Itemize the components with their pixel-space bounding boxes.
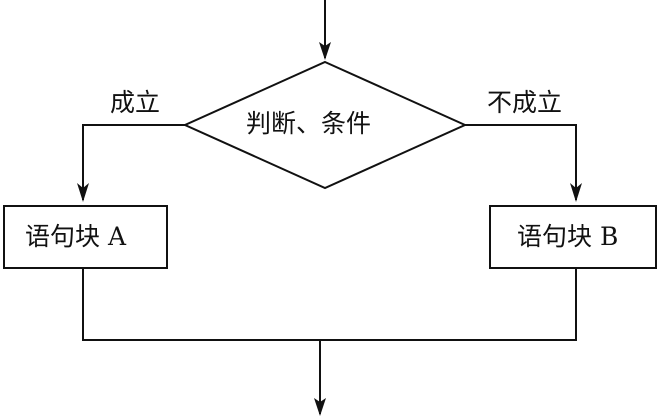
block-a-box xyxy=(3,205,168,269)
block-b-label: 语句块 B xyxy=(517,222,619,251)
decision-diamond xyxy=(182,60,468,190)
false-branch-label: 不成立 xyxy=(487,88,563,117)
true-branch-line xyxy=(82,124,185,200)
condition-label: 判断、条件 xyxy=(246,109,372,138)
block-a-label: 语句块 A xyxy=(25,222,127,251)
false-branch-line xyxy=(465,124,577,200)
merge-line xyxy=(82,268,577,341)
false-branch-arrowhead xyxy=(570,183,582,202)
block-b-box xyxy=(489,205,657,269)
exit-arrowhead xyxy=(314,398,326,416)
true-branch-label: 成立 xyxy=(110,88,161,117)
entry-arrowhead xyxy=(319,42,331,60)
true-branch-arrowhead xyxy=(77,183,89,202)
